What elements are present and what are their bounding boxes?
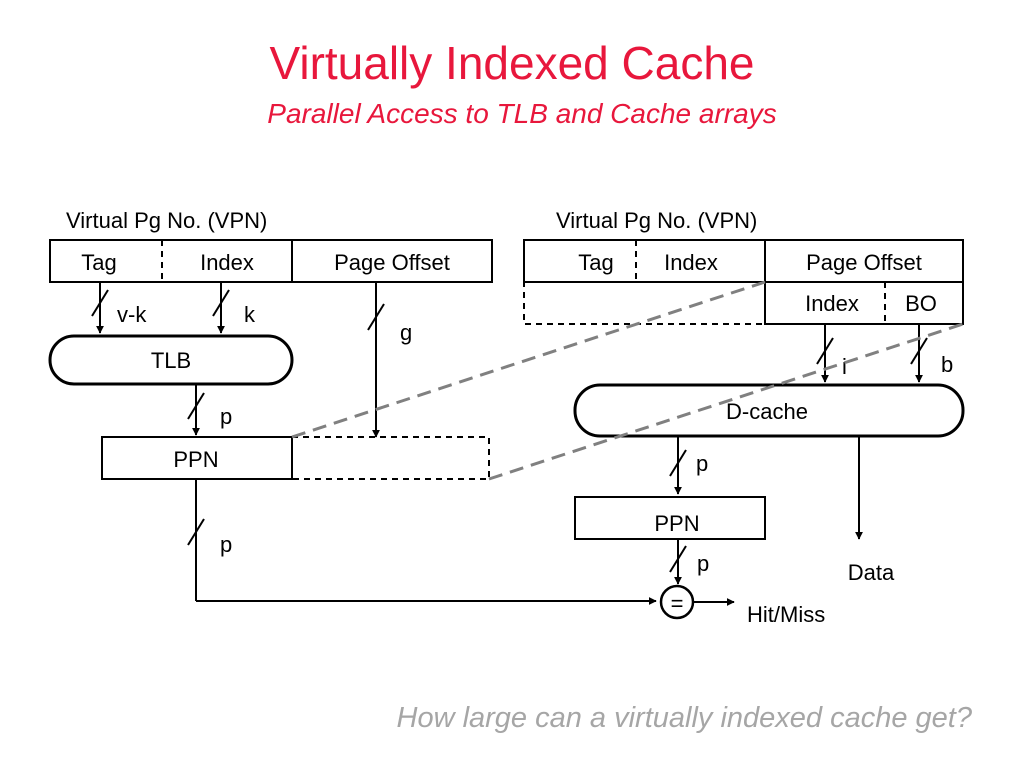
b-arrow <box>910 324 928 383</box>
dcache-box: D-cache <box>573 383 965 438</box>
offset-projection-lines <box>291 280 964 481</box>
page-subtitle: Parallel Access to TLB and Cache arrays <box>267 98 777 129</box>
left-tag-field: Tag <box>81 250 116 275</box>
comparator: = <box>659 584 695 620</box>
tlb-p-arrow <box>187 384 205 436</box>
vk-arrow <box>91 282 109 334</box>
question-text: How large can a virtually indexed cache … <box>396 702 973 734</box>
left-offset-dashed-box <box>291 436 490 480</box>
cmp-p-label: p <box>697 551 709 576</box>
k-arrow <box>212 282 230 334</box>
vk-label: v-k <box>117 302 147 327</box>
right-vpn-label: Virtual Pg No. (VPN) <box>556 208 757 233</box>
page-title: Virtually Indexed Cache <box>269 37 755 89</box>
tlb-p-label: p <box>220 404 232 429</box>
left-vpn-label: Virtual Pg No. (VPN) <box>66 208 267 233</box>
ppn-to-compare-line <box>187 479 657 605</box>
i-label: i <box>842 354 847 379</box>
i-arrow <box>816 324 834 383</box>
dcache-p-label: p <box>696 451 708 476</box>
hitmiss-label: Hit/Miss <box>747 602 825 627</box>
right-offset-split-box: Index BO <box>764 281 964 325</box>
left-ppn-box: PPN <box>101 436 293 480</box>
left-index-field: Index <box>200 250 254 275</box>
right-index-field: Index <box>664 250 718 275</box>
right-address-box: Tag Index Page Offset <box>523 239 964 283</box>
k-label: k <box>244 302 256 327</box>
dcache-label: D-cache <box>726 399 808 424</box>
tlb-label: TLB <box>151 348 191 373</box>
right-ppn-box: PPN <box>574 496 766 540</box>
right-page-offset-field: Page Offset <box>806 250 922 275</box>
right-tag-field: Tag <box>578 250 613 275</box>
right-vpn-dashed-box <box>523 281 766 325</box>
bo-field: BO <box>905 291 937 316</box>
b-label: b <box>941 352 953 377</box>
tlb-box: TLB <box>48 334 294 386</box>
left-page-offset-field: Page Offset <box>334 250 450 275</box>
offset-index-field: Index <box>805 291 859 316</box>
g-arrow <box>367 282 385 438</box>
right-ppn-label: PPN <box>654 511 699 536</box>
g-label: g <box>400 320 412 345</box>
left-address-box: Tag Index Page Offset <box>49 239 493 283</box>
dcache-p-arrow <box>669 436 687 495</box>
comparator-symbol: = <box>671 591 684 616</box>
left-ppn-label: PPN <box>173 447 218 472</box>
ppn-p-label: p <box>220 532 232 557</box>
ppn-cmp-arrow <box>669 539 687 585</box>
data-label: Data <box>848 560 895 585</box>
